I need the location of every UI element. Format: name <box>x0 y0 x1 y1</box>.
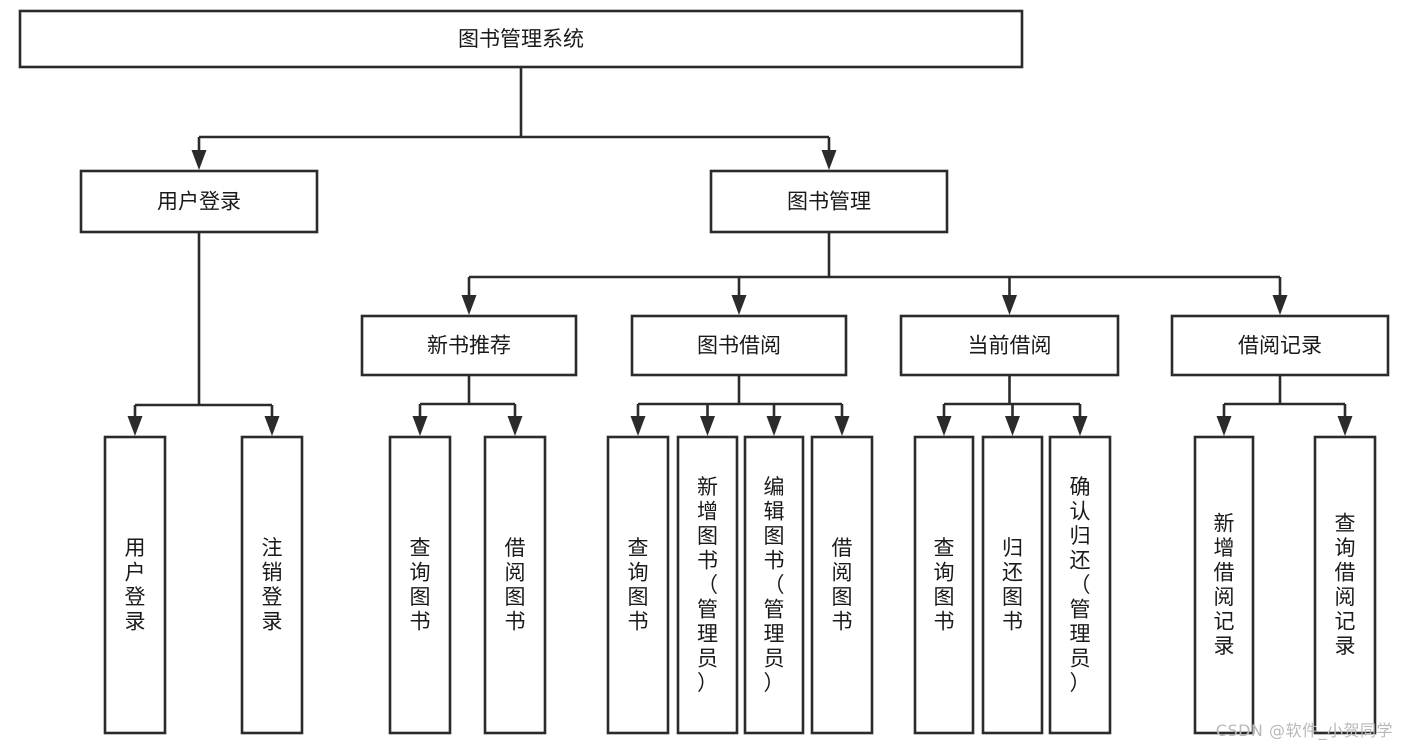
arrow-icon-user-login <box>191 150 207 170</box>
node-borrow-record[interactable]: 借阅记录 <box>1170 314 1390 377</box>
node-leaf-borrow-book[interactable]: 借阅图书 <box>810 435 874 735</box>
node-label-user-login: 用户登录 <box>157 190 241 214</box>
arrow-icon-leaf-query-book-recommend <box>412 416 428 436</box>
node-label-book-borrow: 图书借阅 <box>697 334 781 358</box>
arrow-icon-leaf-query-book-current <box>936 416 952 436</box>
node-box-current-borrow <box>899 314 1120 377</box>
node-leaf-add-borrow-record[interactable]: 新增借阅记录 <box>1193 435 1255 735</box>
node-label-current-borrow: 当前借阅 <box>968 334 1052 358</box>
node-root[interactable]: 图书管理系统 <box>18 9 1024 69</box>
arrow-icon-leaf-borrow-book-recommend <box>507 416 523 436</box>
node-book-borrow[interactable]: 图书借阅 <box>630 314 848 377</box>
watermark-text: CSDN @软件_小贺同学 <box>1215 721 1393 740</box>
arrow-icon-leaf-add-book-admin <box>700 416 715 436</box>
edges-layer <box>127 67 1353 436</box>
node-box-leaf-logout <box>240 435 304 735</box>
node-box-book-borrow <box>630 314 848 377</box>
node-label-leaf-query-book-recommend: 查询图书 <box>410 536 431 634</box>
node-box-leaf-borrow-book <box>810 435 874 735</box>
node-box-leaf-return-book <box>981 435 1044 735</box>
node-leaf-user-login[interactable]: 用户登录 <box>103 435 167 735</box>
nodes-layer: 图书管理系统用户登录图书管理新书推荐图书借阅当前借阅借阅记录用户登录注销登录查询… <box>18 9 1390 735</box>
node-box-leaf-query-borrow-record <box>1313 435 1377 735</box>
arrow-icon-book-borrow <box>731 295 747 315</box>
node-box-book-manage <box>709 169 949 234</box>
node-label-borrow-record: 借阅记录 <box>1238 334 1322 358</box>
node-leaf-query-book-recommend[interactable]: 查询图书 <box>388 435 452 735</box>
node-new-book-recommend[interactable]: 新书推荐 <box>360 314 578 377</box>
node-label-new-book-recommend: 新书推荐 <box>427 334 511 358</box>
node-book-manage[interactable]: 图书管理 <box>709 169 949 234</box>
node-label-leaf-edit-book-admin: 编辑图书（管理员） <box>764 475 785 695</box>
node-leaf-query-book-borrow[interactable]: 查询图书 <box>606 435 670 735</box>
node-box-leaf-query-book-current <box>913 435 975 735</box>
node-box-leaf-query-book-recommend <box>388 435 452 735</box>
node-box-root <box>18 9 1024 69</box>
arrow-icon-leaf-query-borrow-record <box>1337 416 1353 436</box>
node-leaf-confirm-return-admin[interactable]: 确认归还（管理员） <box>1048 435 1112 735</box>
edge-group-current-borrow <box>936 375 1088 436</box>
node-leaf-logout[interactable]: 注销登录 <box>240 435 304 735</box>
arrow-icon-book-manage <box>821 150 837 170</box>
arrow-icon-borrow-record <box>1272 295 1288 315</box>
arrow-icon-current-borrow <box>1002 295 1017 315</box>
node-box-leaf-add-borrow-record <box>1193 435 1255 735</box>
arrow-icon-new-book-recommend <box>461 295 477 315</box>
node-leaf-query-borrow-record[interactable]: 查询借阅记录 <box>1313 435 1377 735</box>
node-box-leaf-confirm-return-admin <box>1048 435 1112 735</box>
node-leaf-return-book[interactable]: 归还图书 <box>981 435 1044 735</box>
node-label-leaf-user-login: 用户登录 <box>125 536 146 634</box>
node-label-leaf-query-book-borrow: 查询图书 <box>628 536 649 634</box>
edge-group-user-login <box>127 232 280 436</box>
node-label-book-manage: 图书管理 <box>787 190 871 214</box>
arrow-icon-leaf-user-login <box>127 416 143 436</box>
node-box-user-login <box>79 169 319 234</box>
arrow-icon-leaf-query-book-borrow <box>630 416 646 436</box>
node-label-leaf-add-book-admin: 新增图书（管理员） <box>697 475 718 695</box>
node-label-root: 图书管理系统 <box>458 27 584 51</box>
node-label-leaf-borrow-book-recommend: 借阅图书 <box>505 536 526 634</box>
node-leaf-query-book-current[interactable]: 查询图书 <box>913 435 975 735</box>
node-leaf-borrow-book-recommend[interactable]: 借阅图书 <box>483 435 547 735</box>
edge-group-borrow-record <box>1216 375 1353 436</box>
arrow-icon-leaf-add-borrow-record <box>1216 416 1232 436</box>
arrow-icon-leaf-borrow-book <box>834 416 850 436</box>
node-current-borrow[interactable]: 当前借阅 <box>899 314 1120 377</box>
node-box-leaf-user-login <box>103 435 167 735</box>
node-label-leaf-logout: 注销登录 <box>262 536 283 634</box>
node-label-leaf-add-borrow-record: 新增借阅记录 <box>1214 512 1235 659</box>
edge-group-root <box>191 67 837 170</box>
node-box-leaf-add-book-admin <box>676 435 739 735</box>
arrow-icon-leaf-logout <box>264 416 280 436</box>
arrow-icon-leaf-edit-book-admin <box>766 416 782 436</box>
node-leaf-edit-book-admin[interactable]: 编辑图书（管理员） <box>743 435 805 735</box>
node-label-leaf-confirm-return-admin: 确认归还（管理员） <box>1070 475 1091 695</box>
node-label-leaf-query-borrow-record: 查询借阅记录 <box>1335 512 1356 659</box>
node-box-leaf-borrow-book-recommend <box>483 435 547 735</box>
edge-group-new-book-recommend <box>412 375 523 436</box>
node-box-leaf-query-book-borrow <box>606 435 670 735</box>
node-leaf-add-book-admin[interactable]: 新增图书（管理员） <box>676 435 739 735</box>
node-box-new-book-recommend <box>360 314 578 377</box>
arrow-icon-leaf-confirm-return-admin <box>1072 416 1088 436</box>
edge-group-book-manage <box>461 232 1288 315</box>
arrow-icon-leaf-return-book <box>1005 416 1020 436</box>
node-box-borrow-record <box>1170 314 1390 377</box>
node-label-leaf-return-book: 归还图书 <box>1002 536 1023 634</box>
node-user-login[interactable]: 用户登录 <box>79 169 319 234</box>
node-label-leaf-borrow-book: 借阅图书 <box>832 536 853 634</box>
node-box-leaf-edit-book-admin <box>743 435 805 735</box>
edge-group-book-borrow <box>630 375 850 436</box>
node-label-leaf-query-book-current: 查询图书 <box>934 536 955 634</box>
